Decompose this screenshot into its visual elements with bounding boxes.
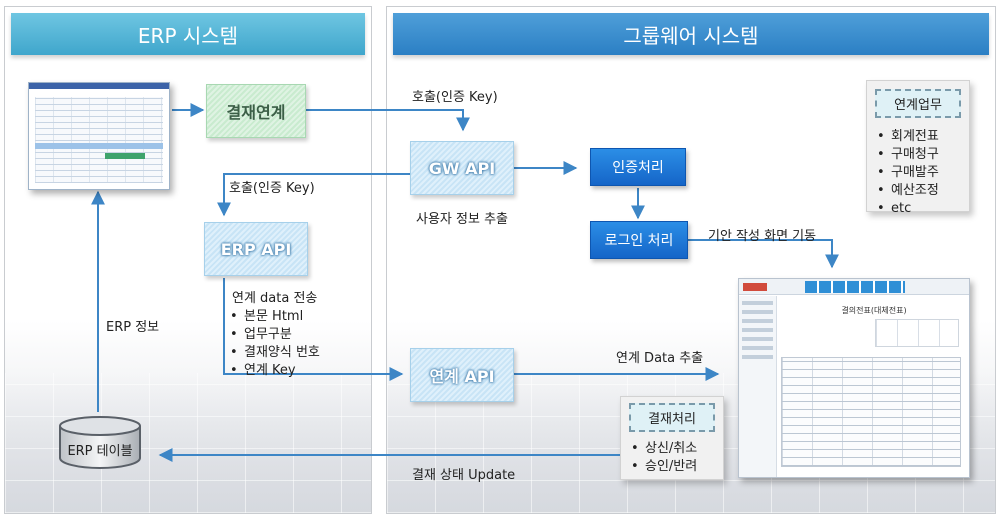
groupware-document-thumbnail: 결의전표(대체전표) bbox=[738, 278, 970, 478]
transfer-data-list: 연계 data 전송 본문 Html 업무구분 결재양식 번호 연계 Key bbox=[232, 287, 320, 380]
linked-tasks-box: 연계업무 회계전표 구매청구 구매발주 예산조정 etc bbox=[866, 80, 970, 216]
erp-api-button[interactable]: ERP API bbox=[204, 222, 308, 276]
status-update-label: 결재 상태 Update bbox=[412, 468, 516, 483]
arrow-gw-to-erp-api bbox=[217, 173, 410, 217]
transfer-item: 연계 Key bbox=[230, 362, 320, 380]
login-process-button[interactable]: 로그인 처리 bbox=[590, 221, 688, 259]
document-title: 결의전표(대체전표) bbox=[841, 306, 907, 315]
link-data-extract-label: 연계 Data 추출 bbox=[616, 351, 704, 366]
linked-task-item: 구매청구 bbox=[877, 146, 969, 164]
transfer-item: 결재양식 번호 bbox=[230, 344, 320, 362]
user-info-extract-label: 사용자 정보 추출 bbox=[416, 212, 508, 227]
transfer-item: 업무구분 bbox=[230, 326, 320, 344]
approval-process-box: 결재처리 상신/취소 승인/반려 bbox=[620, 396, 724, 480]
gw-api-button[interactable]: GW API bbox=[410, 141, 514, 195]
call-auth-key-label: 호출(인증 Key) bbox=[229, 181, 315, 196]
linked-task-item: 회계전표 bbox=[877, 128, 969, 146]
link-api-button[interactable]: 연계 API bbox=[410, 348, 514, 402]
erp-panel-title: ERP 시스템 bbox=[11, 13, 365, 55]
transfer-heading: 연계 data 전송 bbox=[232, 291, 318, 306]
linked-task-item: etc bbox=[877, 200, 969, 218]
draft-screen-label: 기안 작성 화면 기동 bbox=[708, 229, 817, 244]
database-icon bbox=[59, 416, 141, 469]
linked-task-item: 예산조정 bbox=[877, 182, 969, 200]
linked-tasks-title: 연계업무 bbox=[875, 89, 961, 118]
approval-link-button[interactable]: 결재연계 bbox=[206, 84, 306, 138]
approval-process-item: 승인/반려 bbox=[631, 458, 723, 476]
linked-task-item: 구매발주 bbox=[877, 164, 969, 182]
transfer-item: 본문 Html bbox=[230, 308, 320, 326]
arrow-erp-api-to-link-api bbox=[223, 278, 404, 381]
call-auth-key-label-gw: 호출(인증 Key) bbox=[412, 90, 498, 105]
approval-process-item: 상신/취소 bbox=[631, 440, 723, 458]
approval-process-title: 결재처리 bbox=[629, 403, 715, 432]
arrow-approval-to-gw-api bbox=[306, 109, 470, 132]
erp-info-label: ERP 정보 bbox=[106, 320, 160, 335]
groupware-panel-title: 그룹웨어 시스템 bbox=[393, 13, 989, 55]
erp-table-label: ERP 테이블 bbox=[67, 444, 133, 459]
arrow-login-to-doc bbox=[688, 239, 839, 269]
auth-process-button[interactable]: 인증처리 bbox=[590, 148, 686, 186]
erp-table-database: ERP 테이블 bbox=[56, 414, 144, 472]
erp-screen-thumbnail bbox=[28, 82, 170, 190]
